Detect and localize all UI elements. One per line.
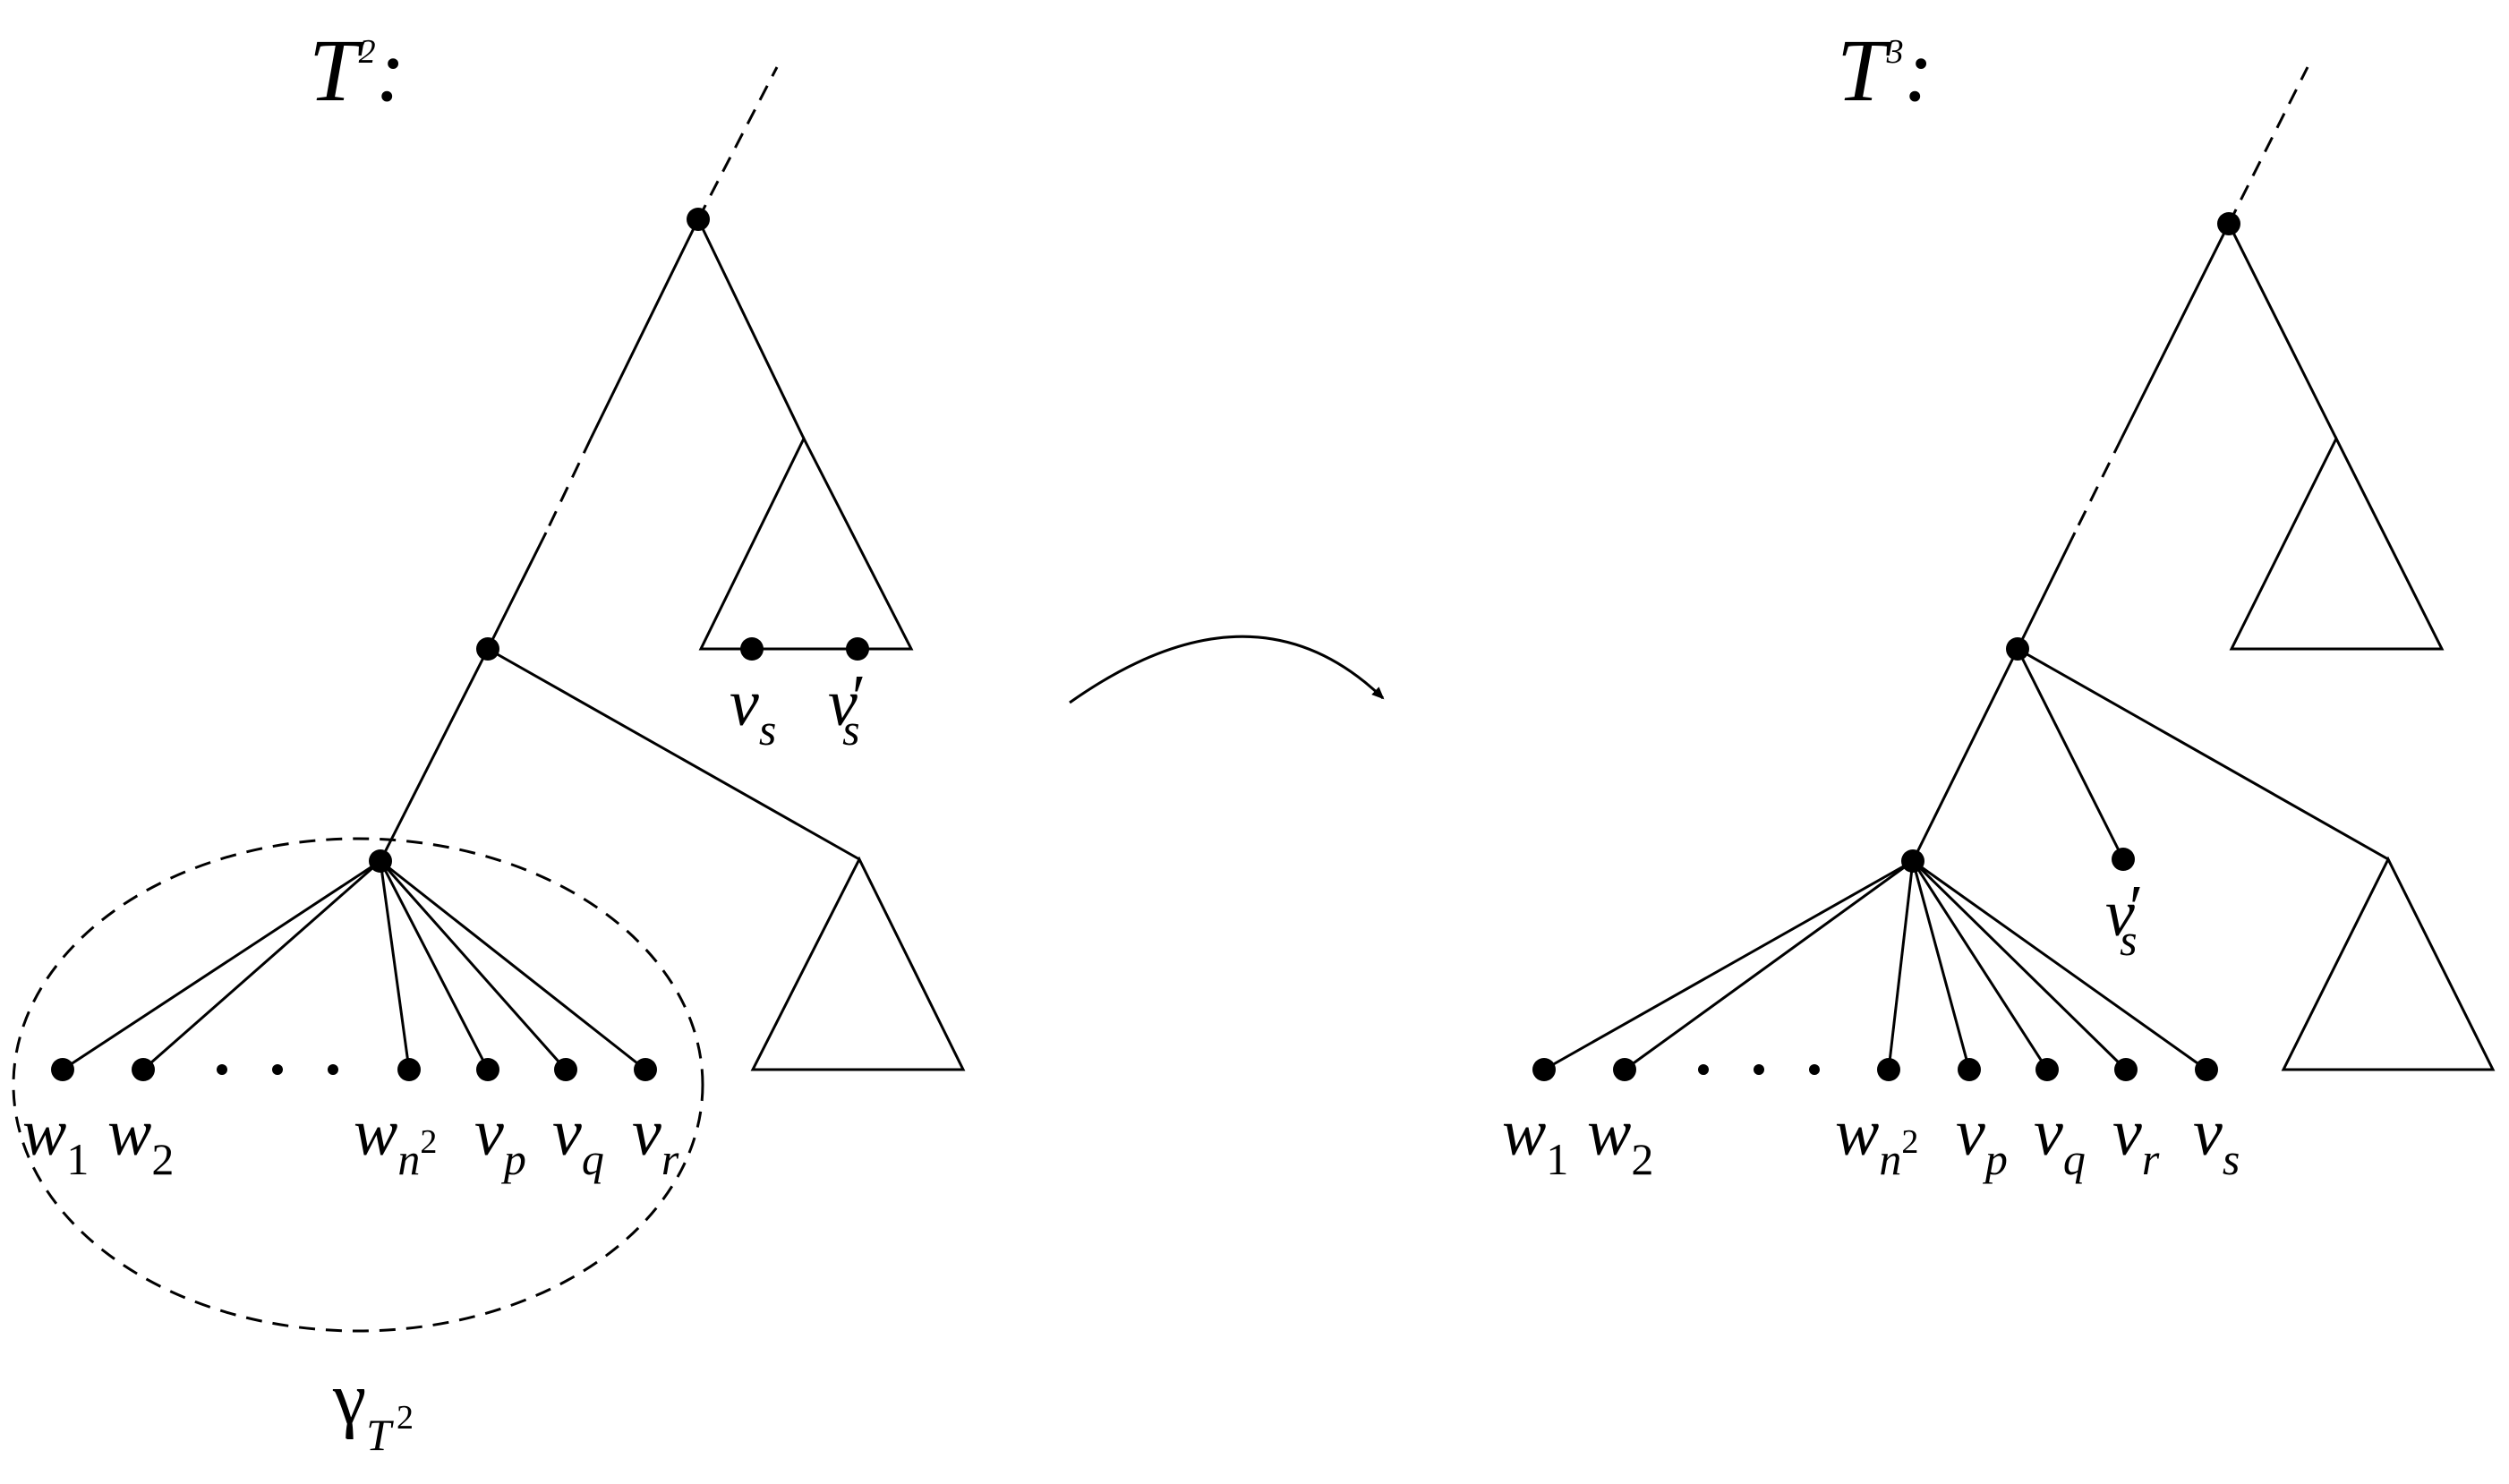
left-hub-edge-w1 — [62, 859, 381, 1071]
right-leaf-label-w1: w1 — [1502, 1096, 1568, 1184]
left-middle-node — [476, 637, 499, 661]
right-leaf-label-w2: w2 — [1587, 1096, 1653, 1184]
left-leaf-wn2-node — [397, 1058, 421, 1081]
right-leaf-w1-node — [1532, 1058, 1556, 1081]
right-upper-subtree-triangle — [2229, 435, 2445, 651]
left-leaf-vp-node — [476, 1058, 499, 1081]
left-hub-edge-w2 — [142, 859, 381, 1071]
right-leaf-label-wn2: wn2 — [1835, 1096, 1918, 1184]
transformation-arrow — [1069, 635, 1385, 704]
left-leaf-vs-node — [740, 637, 764, 661]
right-leaf-vp-node — [1958, 1058, 1981, 1081]
right-middle-to-hub-edge — [1911, 648, 2019, 862]
right-root-dashed-edge — [2227, 66, 2309, 225]
left-leaf-vs-prime-node — [846, 637, 869, 661]
left-root-to-middle-dashed — [544, 438, 593, 533]
right-leaf-w2-node — [1613, 1058, 1636, 1081]
right-hub-edge-vp — [1911, 860, 1971, 1070]
left-root-to-middle-upper — [589, 218, 700, 439]
left-hub-edge-vq — [379, 860, 568, 1070]
left-hub-edge-vr — [380, 859, 646, 1071]
left-tree-title: T2: — [309, 21, 405, 120]
left-ellipsis-dot-3 — [328, 1064, 338, 1075]
right-root-to-middle-dashed — [2073, 438, 2123, 533]
right-hub-edge-wn2 — [1887, 860, 1915, 1070]
right-hub-edge-w1 — [1543, 859, 1914, 1071]
right-leaf-label-vq: vq — [2034, 1096, 2086, 1184]
right-hub-edge-vs — [1912, 859, 2207, 1071]
right-ellipsis-dot-1 — [1698, 1064, 1709, 1075]
left-root-to-subtree-edge — [696, 218, 806, 439]
left-leaf-label-wn2: wn2 — [354, 1096, 437, 1184]
right-moved-leaf-label-vs-prime: v′s — [2105, 874, 2143, 965]
right-root-node — [2217, 212, 2240, 235]
left-middle-to-hub-edge — [379, 648, 490, 862]
left-subtree-label-vs-prime: v′s — [828, 663, 866, 755]
right-lower-subtree-triangle — [2281, 856, 2496, 1071]
left-root-to-middle-lower — [486, 532, 548, 650]
right-hub-edge-vr — [1911, 859, 2128, 1071]
right-leaf-vs-prime-node — [2112, 848, 2135, 871]
right-middle-node — [2006, 637, 2029, 661]
left-ellipsis-dot-2 — [272, 1064, 283, 1075]
right-tree-title: T3: — [1837, 21, 1933, 120]
right-ellipsis-dot-2 — [1754, 1064, 1764, 1075]
left-lower-subtree-triangle — [750, 856, 966, 1071]
left-leaf-label-vp: vp — [474, 1096, 526, 1184]
right-leaf-wn2-node — [1877, 1058, 1900, 1081]
left-upper-subtree-triangle — [698, 435, 914, 651]
left-root-node — [687, 208, 710, 231]
right-hub-edge-vq — [1911, 860, 2049, 1070]
left-tree: T2: — [12, 21, 966, 1460]
left-leaf-label-vr: vr — [632, 1096, 679, 1184]
right-leaf-vq-node — [2035, 1058, 2059, 1081]
left-leaf-label-vq: vq — [552, 1096, 604, 1184]
right-hub-edge-w2 — [1624, 859, 1914, 1071]
left-leaf-w2-node — [132, 1058, 155, 1081]
right-leaf-label-vs: vs — [2193, 1096, 2240, 1184]
right-root-to-middle-upper — [2120, 223, 2231, 439]
right-leaf-vs-node — [2195, 1058, 2218, 1081]
left-hub-edge-vp — [379, 860, 490, 1070]
left-leaf-label-w1: w1 — [22, 1096, 89, 1184]
left-middle-to-lower-subtree-edge — [487, 647, 860, 861]
right-hub-node — [1901, 849, 1924, 873]
right-ellipsis-dot-3 — [1809, 1064, 1820, 1075]
left-leaf-vr-node — [634, 1058, 657, 1081]
left-subtree-label-vs: vs — [730, 667, 776, 755]
right-root-to-middle-lower — [2016, 532, 2077, 650]
left-hub-edge-wn2 — [379, 860, 411, 1070]
left-leaf-vq-node — [554, 1058, 577, 1081]
left-root-dashed-edge — [696, 66, 779, 220]
left-leaf-label-w2: w2 — [107, 1096, 174, 1184]
left-leaf-w1-node — [51, 1058, 74, 1081]
gamma-region-ellipse — [12, 837, 704, 1333]
left-ellipsis-dot-1 — [217, 1064, 227, 1075]
right-leaf-label-vp: vp — [1956, 1096, 2008, 1184]
right-middle-to-lower-subtree-edge — [2017, 647, 2389, 861]
right-leaf-vr-node — [2114, 1058, 2138, 1081]
right-tree: T3: — [1502, 21, 2496, 1184]
right-middle-to-vs-prime-edge — [2016, 648, 2125, 860]
left-hub-node — [369, 849, 392, 873]
right-leaf-label-vr: vr — [2112, 1096, 2160, 1184]
right-root-to-subtree-edge — [2227, 223, 2338, 439]
